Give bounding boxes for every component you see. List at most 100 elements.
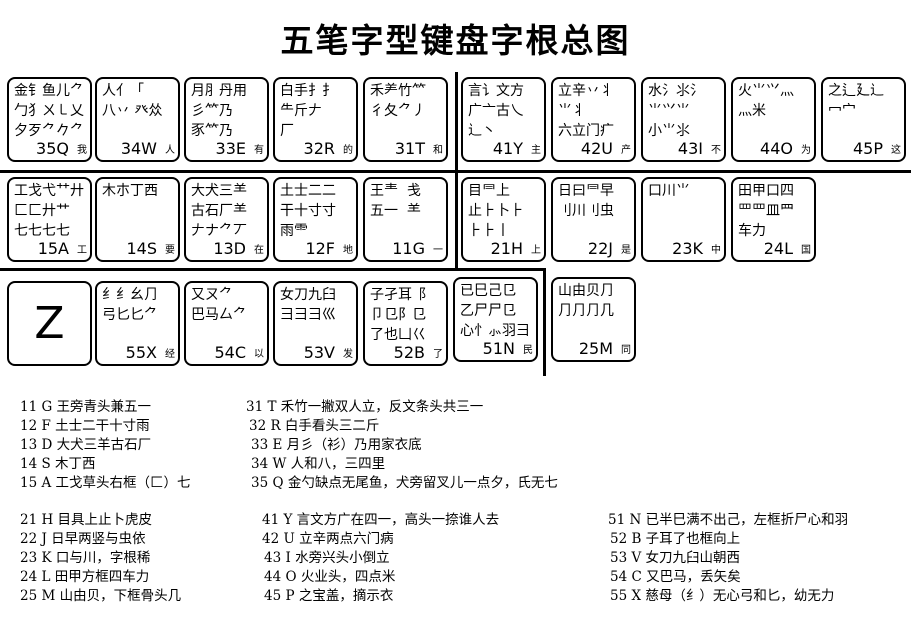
key-high-frequency-char: 要 (165, 245, 175, 256)
mnemonic-34w: 34 W 人和八，三四里 (251, 456, 386, 472)
key-roots: 大犬三⺷ 古石厂⺷ 𠂇ナ⺈丆 (191, 183, 247, 239)
divider-horizontal-top-middle (0, 170, 911, 173)
mnemonic-22j: 22 J 日早两竖与虫依 (20, 531, 146, 547)
mnemonic-33e: 33 E 月彡（衫）乃用家衣底 (251, 437, 422, 453)
key-high-frequency-char: 中 (711, 245, 721, 256)
mnemonic-13d: 13 D 大犬三羊古石厂 (20, 437, 152, 453)
key-high-frequency-char: 了 (433, 349, 443, 360)
key-roots: 言讠文方 广亠古乀 ⻌丶 (468, 83, 524, 139)
key-code: 14S (126, 239, 157, 258)
mnemonic-15a: 15 A 工戈草头右框（匚）七 (20, 475, 191, 491)
key-code: 34W (120, 139, 157, 158)
key-high-frequency-char: 地 (343, 245, 353, 256)
key-high-frequency-char: 民 (523, 345, 533, 356)
key-23k: 口川⺌ 23K 中 (641, 177, 726, 262)
key-roots: 立辛丷丬 ⺌丬 六立门疒 (558, 83, 614, 139)
key-code: 12F (305, 239, 335, 258)
key-code: 35Q (36, 139, 69, 158)
key-roots: 目⺜上 止⺊卜⺊ ⺊⺊丨 (468, 183, 524, 239)
mnemonic-55x: 55 X 慈母（纟）无心弓和匕，幼无力 (610, 588, 835, 604)
key-44o: 火⺌⺍灬 灬米 44O 为 (731, 77, 816, 162)
key-roots: 土士二⼆ 干十寸寸 雨⻗ (280, 183, 336, 239)
key-roots: 王龶 戋 五一 ⺷ (370, 183, 421, 219)
mnemonic-group-4: 41 Y 言文方广在四一，高头一捺谁人去 42 U 立辛两点六门病 43 I 水… (262, 511, 499, 606)
key-roots: 工戈弋⺿廾 匚匚廾艹 七七七七 (14, 183, 84, 239)
key-code: 44O (760, 139, 793, 158)
key-code: 42U (580, 139, 613, 158)
key-roots: 日曰⺜早 刂川刂虫 (558, 183, 614, 219)
key-roots: 纟纟幺⺆ 弓匕匕⺈ (102, 287, 158, 323)
mnemonic-group-2: 21 H 目具上止卜虎皮 22 J 日早两竖与虫依 23 K 口与川，字根稀 2… (20, 511, 181, 606)
key-roots: 已巳己⺋ 乙尸尸⺋ 心忄⺗羽⺕ (460, 283, 530, 339)
mnemonic-51n: 51 N 已半巳满不出己，左框折尸心和羽 (608, 512, 849, 528)
key-code: 45P (852, 139, 883, 158)
key-code: 23K (672, 239, 703, 258)
key-roots: 月⺼丹用 彡⺮乃 豕⺮乃 (191, 83, 247, 139)
key-high-frequency-char: 以 (254, 349, 264, 360)
mnemonic-54c: 54 C 又巴马，丢矢矣 (610, 569, 741, 585)
key-roots: 田甲口四 罒罒皿⺲ 车力 (738, 183, 794, 239)
mnemonic-14s: 14 S 木丁西 (20, 456, 96, 472)
key-code: 54C (214, 343, 246, 362)
mnemonic-52b: 52 B 子耳了也框向上 (610, 531, 741, 547)
key-12f: 土士二⼆ 干十寸寸 雨⻗12F 地 (273, 177, 358, 262)
mnemonic-42u: 42 U 立辛两点六门病 (262, 531, 394, 547)
key-roots: 金钅鱼儿⺈ 勹犭ㄨ㇄乂 夕歹⺈𠂊⺈ (14, 83, 84, 139)
mnemonic-31t: 31 T 禾竹一撇双人立，反文条头共三一 (246, 399, 484, 415)
divider-vertical-bottom-row (543, 270, 546, 376)
key-roots: 水氵⺢⺡ ⺌⺍⺌ 小⺌⺢ (648, 83, 704, 139)
key-code: 25M (578, 339, 613, 358)
key-high-frequency-char: 为 (801, 145, 811, 156)
key-roots: 女刀九臼 彐⺕⺕巛 (280, 287, 336, 323)
key-code: 52B (393, 343, 425, 362)
key-25m: 山由贝⺆ ⺆⺆⺆几 25M 同 (551, 277, 636, 362)
key-high-frequency-char: 不 (711, 145, 721, 156)
key-high-frequency-char: 的 (343, 145, 353, 156)
key-high-frequency-char: 同 (621, 345, 631, 356)
key-roots: 火⺌⺍灬 灬米 (738, 83, 794, 119)
key-code: 33E (215, 139, 246, 158)
mnemonic-25m: 25 M 山由贝，下框骨头几 (20, 588, 182, 604)
mnemonic-44o: 44 O 火业头，四点米 (264, 569, 396, 585)
mnemonic-11g: 11 G 王旁青头兼五一 (20, 399, 152, 415)
key-roots: 口川⺌ (648, 183, 690, 199)
key-high-frequency-char: 人 (165, 145, 175, 156)
key-high-frequency-char: 和 (433, 145, 443, 156)
key-roots: 白手扌⺘ ⺧斤𠂇 厂 (280, 83, 336, 139)
key-code: 55X (125, 343, 157, 362)
mnemonic-53v: 53 V 女刀九臼山朝西 (610, 550, 741, 566)
key-roots: 之⻍廴⻌ 冖宀 (828, 83, 884, 119)
key-roots: 人亻「 八丷 癶𠈌 (102, 83, 163, 119)
key-roots: 山由贝⺆ ⺆⺆⺆几 (558, 283, 614, 319)
mnemonic-43i: 43 I 水旁兴头小倒立 (264, 550, 390, 566)
mnemonic-35q: 35 Q 金勺缺点无尾鱼，犬旁留叉儿一点夕，氏无七 (251, 475, 558, 491)
key-high-frequency-char: 发 (343, 349, 353, 360)
mnemonic-41y: 41 Y 言文方广在四一，高头一捺谁人去 (262, 512, 500, 528)
key-code: 11G (392, 239, 425, 258)
mnemonic-group-1: 11 G 王旁青头兼五一 12 F 土士二干十寸雨 13 D 大犬三羊古石厂 1… (20, 398, 191, 493)
key-high-frequency-char: 是 (621, 245, 631, 256)
key-high-frequency-char: 产 (621, 145, 631, 156)
key-roots: 子孑耳⻏ 卩㔾阝⺋ 了也凵巜 (370, 287, 426, 343)
key-code: 13D (213, 239, 246, 258)
key-roots: 禾⺶竹⺮ 彳夂⺈丿 (370, 83, 426, 119)
mnemonic-45p: 45 P 之宝盖，摘示衣 (264, 588, 394, 604)
divider-horizontal-bottom (0, 268, 546, 271)
